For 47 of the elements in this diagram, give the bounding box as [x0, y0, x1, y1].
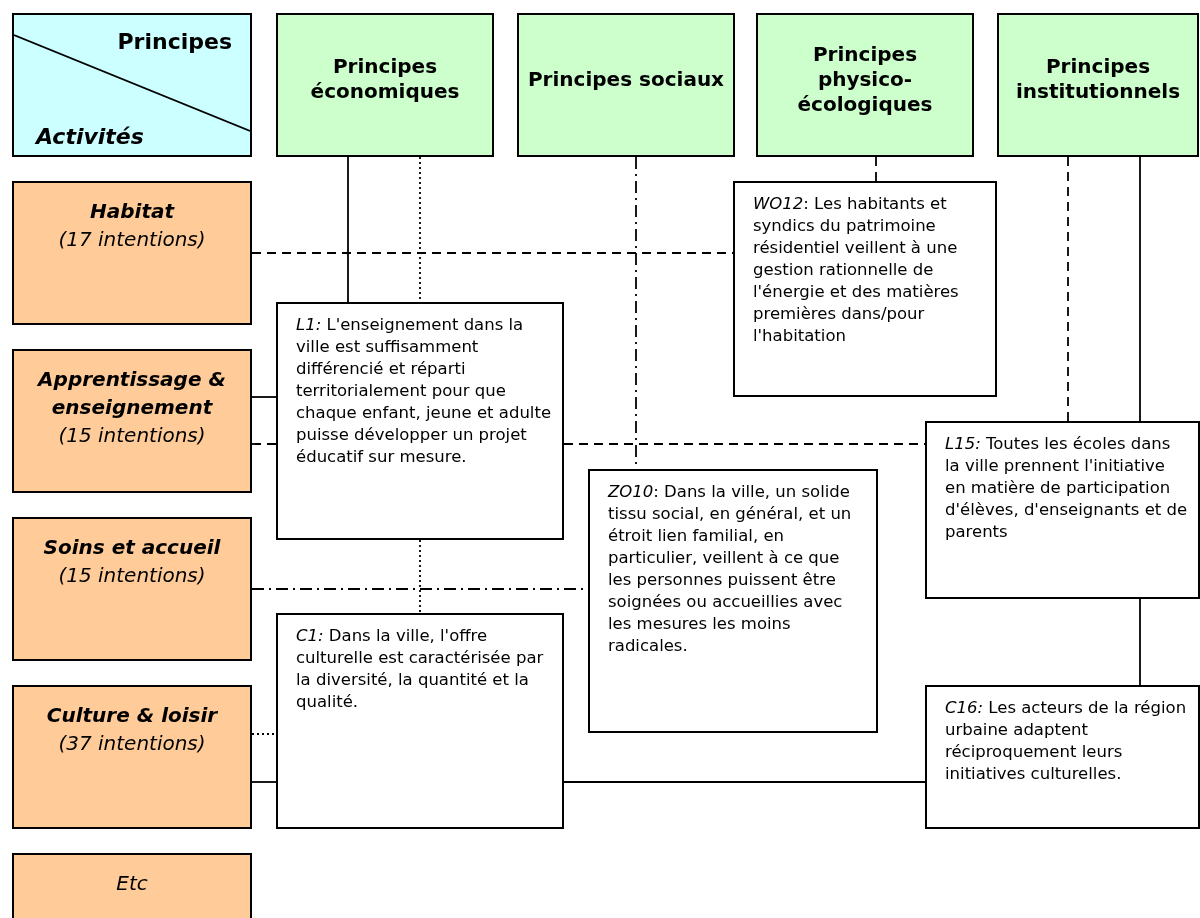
activity-box: [12, 685, 252, 829]
intention-box: [925, 421, 1200, 599]
header-title: Principes économiques: [309, 54, 461, 104]
intention-text: WO12: Les habitants et syndics du patrimoine résidentiel veillent à une gestion rationnelle de l'énergie et des matières premières dans/pour l'habitation: [753, 193, 960, 347]
connector-line: [1139, 598, 1141, 686]
principle-header: [756, 13, 974, 157]
connector-line: [563, 781, 926, 783]
connector-line: [1067, 156, 1069, 422]
connector-line: [419, 539, 421, 614]
activity-box: [12, 517, 252, 661]
header-title: Principes sociaux: [527, 66, 725, 92]
corner-header: [12, 13, 252, 157]
connector-line: [251, 396, 277, 398]
header-title: Principes physico-écologiques: [796, 41, 934, 117]
principle-header: [276, 13, 494, 157]
header-title: Principes institutionnels: [1014, 54, 1182, 104]
intention-box: [925, 685, 1200, 829]
connector-line: [251, 781, 277, 783]
intention-text: C16: Les acteurs de la région urbaine adaptent réciproquement leurs initiatives culturelles.: [945, 697, 1188, 785]
principle-header: [997, 13, 1199, 157]
intention-text: L15: Toutes les écoles dans la ville prennent l'initiative en matière de participation d'élèves, d'enseignants et de parents: [945, 433, 1188, 543]
activity-name: Etc: [115, 870, 149, 897]
principle-header: [517, 13, 735, 157]
intention-box: [276, 613, 564, 829]
activity-name: Apprentissage & enseignement: [36, 366, 227, 421]
activity-name: Soins et accueil: [42, 534, 222, 561]
connector-line: [347, 156, 349, 303]
intentions-count: (37 intentions): [57, 730, 207, 757]
connector-line: [1139, 156, 1141, 422]
intentions-count: (15 intentions): [57, 562, 207, 589]
intention-text: C1: Dans la ville, l'offre culturelle est caractérisée par la diversité, la quantité et la qualité.: [296, 625, 545, 713]
intentions-count: (15 intentions): [57, 422, 207, 449]
intention-text: L1: L'enseignement dans la ville est suffisamment différencié et réparti territorialement pour que chaque enfant, jeune et adulte puisse développer un projet éducatif sur mesure.: [296, 314, 552, 468]
activity-box: [12, 181, 252, 325]
activity-name: Culture & loisir: [45, 702, 219, 729]
intention-text: ZO10: Dans la ville, un solide tissu social, en général, et un étroit lien familial, en particulier, veillent à ce que les personnes puissent être soignées ou accueillies avec les mesures les moins radicales.: [608, 481, 853, 657]
activity-box: [12, 349, 252, 493]
axis-title: Principes: [117, 29, 232, 54]
axis-title: Activités: [36, 124, 144, 149]
intention-box: [588, 469, 878, 733]
connector-line: [875, 156, 877, 182]
activity-name: Habitat: [89, 198, 176, 225]
connector-line: [251, 443, 277, 445]
intentions-count: (17 intentions): [57, 226, 207, 253]
intention-box: [733, 181, 997, 397]
intention-box: [276, 302, 564, 540]
activity-box: [12, 853, 252, 918]
